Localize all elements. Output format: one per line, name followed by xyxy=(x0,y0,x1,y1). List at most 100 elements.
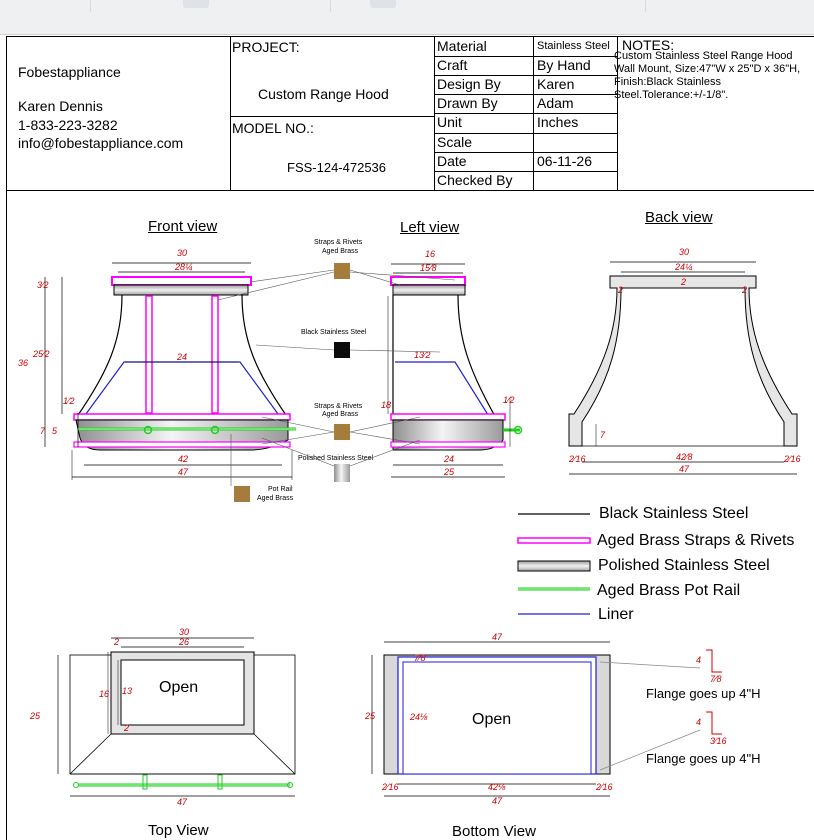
front-bottom-strap xyxy=(73,441,291,448)
legend-label-straps: Aged Brass Straps & Rivets xyxy=(597,532,795,549)
front-left-curve xyxy=(75,294,123,419)
leader-line xyxy=(249,269,335,283)
leader-line xyxy=(349,431,421,445)
front-strap-left xyxy=(145,295,153,414)
top-open-area xyxy=(120,659,245,726)
bottom-view-title: Bottom View xyxy=(452,823,536,840)
dim-label: 47 xyxy=(492,796,503,806)
frame-line xyxy=(6,36,814,37)
spec-value: Adam xyxy=(537,95,574,112)
front-top-band xyxy=(113,284,249,296)
dim-label: 4 xyxy=(696,655,701,665)
dim-label: 42⅛ xyxy=(488,782,506,792)
front-rail-bracket xyxy=(210,425,220,435)
contact-name: Karen Dennis xyxy=(18,98,103,114)
callout-polished-ss: Polished Stainless Steel xyxy=(298,455,374,462)
spec-value: By Hand xyxy=(537,57,591,74)
dim-label: 2⁄16 xyxy=(595,782,613,792)
dim-label: 24¼ xyxy=(674,262,693,272)
toolbar-button[interactable] xyxy=(370,0,396,8)
spec-row-divider xyxy=(434,133,617,134)
top-corner-line xyxy=(253,733,296,775)
material-callouts: Straps & Rivets Aged Brass Black Stainle… xyxy=(217,239,456,502)
dim-label: 7⁄8 xyxy=(710,674,722,684)
project-label: PROJECT: xyxy=(232,39,300,55)
notes-title: NOTES: xyxy=(622,37,675,53)
notes-text: Custom Stainless Steel Range Hood Wall M… xyxy=(614,50,801,101)
dim-label: 7⁄8 xyxy=(414,653,426,663)
callout-straps-top: Straps & Rivets xyxy=(314,239,363,246)
project-name: Custom Range Hood xyxy=(258,86,389,102)
legend-label-pot-rail: Aged Brass Pot Rail xyxy=(597,582,741,599)
brass-swatch-icon xyxy=(234,486,250,502)
dim-label: 28¼ xyxy=(174,262,193,272)
callout-straps-mid-2: Aged Brass xyxy=(322,411,359,418)
spec-value: Karen xyxy=(537,76,575,93)
front-view-title: Front view xyxy=(148,218,218,235)
spec-label: Design By xyxy=(437,76,501,93)
dim-label: 13 xyxy=(122,686,132,696)
spec-label: Craft xyxy=(437,57,468,74)
brass-swatch-icon xyxy=(334,263,350,279)
spec-label: Checked By xyxy=(437,171,513,188)
dim-label: 13⁄2 xyxy=(414,350,431,360)
company-email[interactable]: info@fobestappliance.com xyxy=(18,135,184,151)
legend-polished xyxy=(517,560,591,572)
callout-straps-mid: Straps & Rivets xyxy=(314,403,363,410)
callout-pot-rail: Pot Rail xyxy=(268,486,293,493)
spec-row-divider xyxy=(434,94,617,95)
dim-label: 47 xyxy=(679,464,690,474)
leader-line xyxy=(255,344,335,351)
dim-label: 30 xyxy=(179,627,189,637)
left-front-curve xyxy=(457,294,497,419)
frame-line xyxy=(617,36,618,190)
dim-label: 3⁄16 xyxy=(710,736,727,746)
dim-label: 2⁄16 xyxy=(783,454,801,464)
leader-line xyxy=(349,349,441,353)
front-band-strap xyxy=(73,413,291,421)
dim-label: 42 xyxy=(178,454,188,464)
spec-row-divider xyxy=(434,56,617,57)
back-view-title: Back view xyxy=(645,209,713,226)
toolbar-button[interactable] xyxy=(183,0,209,8)
top-rail-bracket xyxy=(142,774,148,790)
dim-label: 24⅛ xyxy=(409,712,428,722)
dim-label: 15⁄8 xyxy=(420,263,437,273)
spec-label: Date xyxy=(437,152,467,169)
frame-line xyxy=(230,36,231,190)
spec-row-divider xyxy=(434,75,617,76)
spec-label: Drawn By xyxy=(437,95,498,112)
bottom-open-label: Open xyxy=(472,711,511,728)
front-liner xyxy=(82,361,282,419)
dim-label: 2 xyxy=(680,277,686,287)
flange-note-1: Flange goes up 4"H xyxy=(646,686,760,701)
toolbar-segment xyxy=(90,0,331,12)
leader-line xyxy=(217,271,335,301)
callout-black-ss: Black Stainless Steel xyxy=(301,329,367,336)
dim-label: 2 xyxy=(617,285,623,295)
dim-label: 1⁄2 xyxy=(63,396,75,406)
dim-label: 2 xyxy=(123,723,129,733)
dim-label: 24 xyxy=(176,352,187,362)
left-liner xyxy=(395,361,491,419)
left-bottom-strap xyxy=(390,441,506,448)
leader-line xyxy=(261,437,335,467)
leader-line xyxy=(261,416,335,433)
dim-label: 30 xyxy=(679,247,689,257)
dim-label: 30 xyxy=(177,248,187,258)
dim-label: 18 xyxy=(381,400,391,410)
frame-line xyxy=(6,190,814,191)
front-view-drawing: 30 28¼ 3⁄2 36 25⁄2 24 1⁄2 7 5 42 47 xyxy=(18,248,296,480)
spec-value: Inches xyxy=(537,114,579,131)
back-view-drawing: 30 24¼ 2 2 2 7 42⁄8 2⁄16 2⁄16 47 xyxy=(568,247,801,475)
dim-label: 2⁄16 xyxy=(381,782,399,792)
black-swatch-icon xyxy=(334,342,350,358)
left-view-drawing: 16 15⁄8 13⁄2 18 1⁄2 24 25 xyxy=(381,249,523,478)
spec-value: Stainless Steel xyxy=(537,40,610,52)
callout-pot-rail-2: Aged Brass xyxy=(257,495,294,502)
callout-straps-top-2: Aged Brass xyxy=(322,248,359,255)
spec-row-divider xyxy=(434,152,617,153)
flange-note-2: Flange goes up 4"H xyxy=(646,751,760,766)
top-view-drawing: 30 26 2 16 13 2 25 47 xyxy=(29,627,296,807)
top-view-title: Top View xyxy=(148,822,209,839)
